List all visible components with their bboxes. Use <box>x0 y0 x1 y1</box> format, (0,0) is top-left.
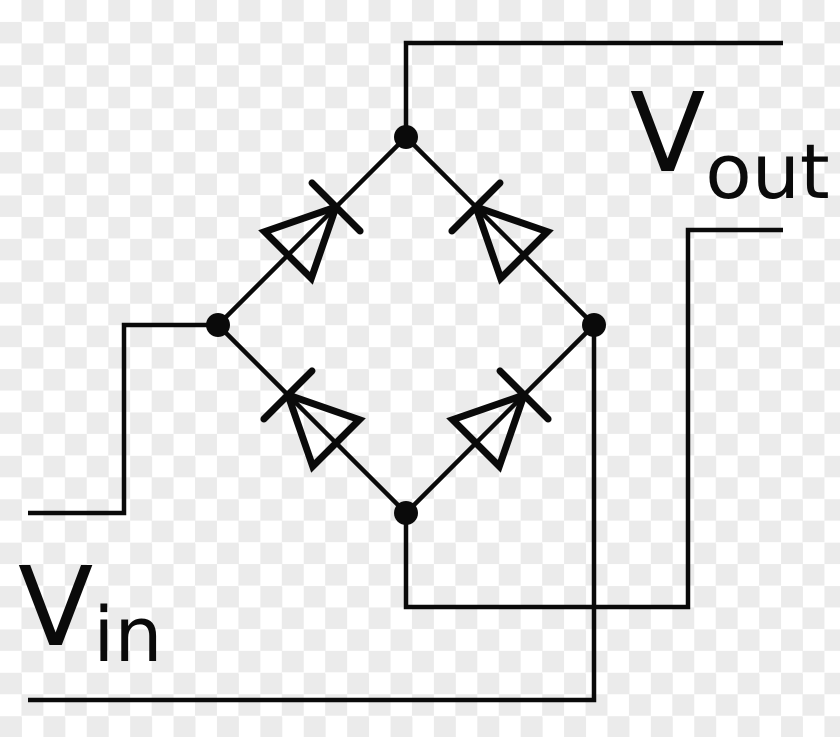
diode-anode-triangle <box>470 201 554 285</box>
junction-dot-top <box>394 125 418 149</box>
wire-input-left <box>28 322 218 516</box>
wire-output-negative <box>403 227 783 610</box>
diode-anode-triangle <box>282 389 366 473</box>
vin-label: Vin <box>18 552 163 673</box>
wire-input-bottom <box>28 325 597 703</box>
junction-dot-bottom <box>394 501 418 525</box>
arm-top-right <box>404 135 596 327</box>
diode-top-right-icon <box>448 179 554 285</box>
diode-cathode-bar <box>448 179 504 235</box>
junction-dot-left <box>206 313 230 337</box>
vout-label-subscript: out <box>705 127 830 216</box>
diode-bottom-left-icon <box>260 367 366 473</box>
diode-cathode-bar <box>496 367 552 423</box>
diode-cathode-bar <box>260 367 316 423</box>
wire-output-positive <box>403 40 783 137</box>
vout-label: Vout <box>630 78 830 210</box>
arm-right-bottom <box>404 323 596 515</box>
diode-anode-triangle <box>446 389 530 473</box>
vout-label-main: V <box>630 69 706 197</box>
diode-top-left-icon <box>258 179 364 285</box>
diode-cathode-bar <box>308 179 364 235</box>
arm-left-top <box>216 135 408 327</box>
vin-label-subscript: in <box>93 590 163 679</box>
arm-bottom-left <box>216 323 408 515</box>
vin-label-main: V <box>18 543 94 671</box>
diode-bottom-right-icon <box>446 367 552 473</box>
diode-anode-triangle <box>258 201 342 285</box>
junction-dot-right <box>582 313 606 337</box>
